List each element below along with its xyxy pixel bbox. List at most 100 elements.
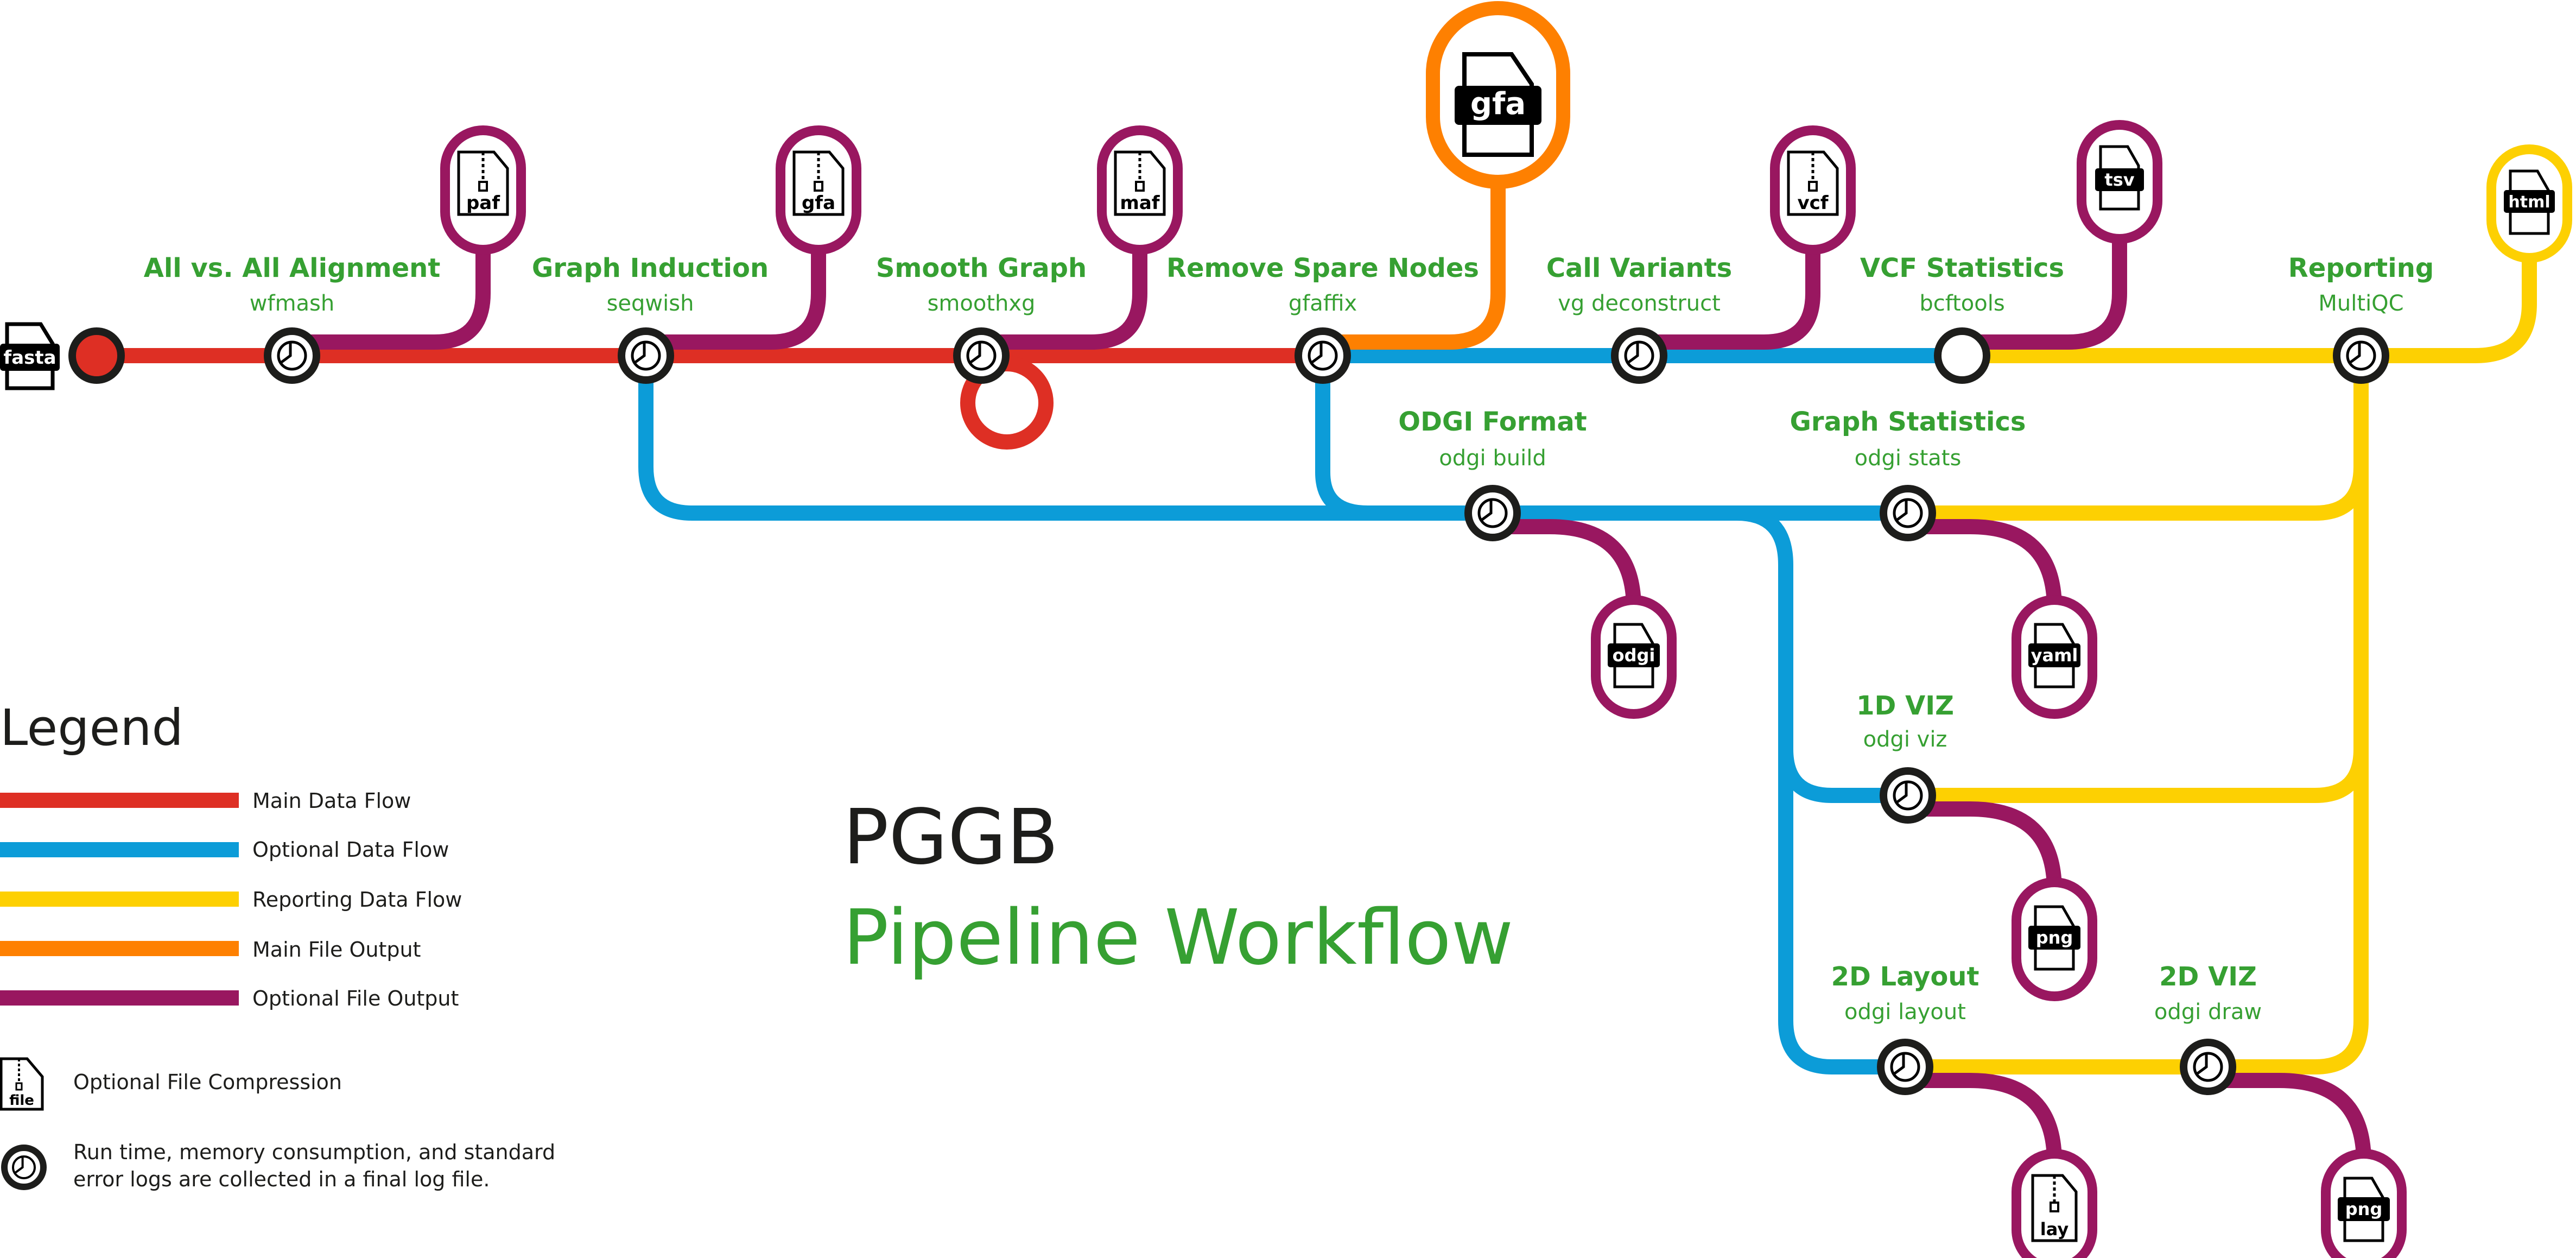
legend-swatch <box>0 990 239 1006</box>
legend-item-compression: file Optional File Compression <box>0 1057 342 1111</box>
output-line-odgi <box>1493 519 1641 609</box>
step-tool: odgi layout <box>1844 1000 1966 1025</box>
output-odgi[interactable]: odgi <box>1591 595 1677 719</box>
node-wfmash[interactable] <box>264 327 320 384</box>
file-icon <box>1608 623 1660 688</box>
output-line-png2d <box>2208 1073 2371 1162</box>
step-tool: MultiQC <box>2318 291 2403 316</box>
legend: Legend Main Data Flow Optional Data Flow… <box>0 699 555 1191</box>
output-yaml[interactable]: yaml <box>2012 595 2097 719</box>
node-odgi-stats[interactable] <box>1880 485 1936 541</box>
legend-label: Optional File Compression <box>73 1070 342 1094</box>
title-pggb: PGGB <box>843 793 1058 882</box>
output-png-1d[interactable]: png <box>2012 877 2097 1001</box>
input-fasta[interactable]: fasta <box>0 322 60 390</box>
file-label: maf <box>1120 192 1160 214</box>
log-node-icon <box>1 1145 47 1190</box>
output-vcf[interactable]: vcf <box>1770 125 1856 255</box>
file-label: gfa <box>802 192 835 214</box>
step-tool: odgi viz <box>1863 727 1947 752</box>
output-paf[interactable]: paf <box>440 125 526 255</box>
file-label: fasta <box>3 347 56 369</box>
legend-swatch <box>0 842 239 857</box>
station-nodes <box>264 327 2389 1095</box>
node-odgi-layout[interactable] <box>1877 1039 1933 1095</box>
node-gfaffix[interactable] <box>1295 327 1351 384</box>
step-tool: smoothxg <box>928 291 1036 316</box>
output-lay[interactable]: lay <box>2012 1149 2097 1258</box>
step-title: 2D Layout <box>1831 962 1979 992</box>
legend-label: Reporting Data Flow <box>252 888 462 912</box>
node-multiqc[interactable] <box>2333 327 2389 384</box>
clock-icon <box>1479 500 1506 527</box>
step-tool: gfaffix <box>1289 291 1357 316</box>
file-icon <box>2028 905 2080 971</box>
page-title: PGGB Pipeline Workflow <box>843 793 1513 982</box>
legend-item-logging: Run time, memory consumption, and standa… <box>1 1140 555 1191</box>
file-label: paf <box>466 192 500 214</box>
output-capsules: paf gfa maf <box>440 1 2572 1258</box>
file-label: png <box>2036 927 2073 948</box>
legend-item-optional-data-flow: Optional Data Flow <box>0 838 449 862</box>
file-label: vcf <box>1797 192 1829 214</box>
clock-icon <box>632 342 659 369</box>
step-title: All vs. All Alignment <box>144 253 441 283</box>
output-png-2d[interactable]: png <box>2321 1149 2407 1258</box>
compressed-file-icon <box>1787 150 1839 216</box>
compressed-file-icon <box>1114 150 1166 216</box>
file-label: file <box>9 1092 34 1109</box>
output-line-yaml <box>1908 519 2062 609</box>
optional-branch-layout <box>1778 749 1905 1074</box>
file-label: lay <box>2040 1219 2069 1240</box>
clock-icon <box>2347 342 2375 369</box>
output-line-maf <box>981 244 1147 350</box>
legend-item-main-file-output: Main File Output <box>0 938 421 962</box>
node-smoothxg[interactable] <box>953 327 1010 384</box>
optional-branch-viz <box>1736 505 1908 803</box>
step-tool: seqwish <box>607 291 694 316</box>
compressed-file-icon <box>792 150 845 216</box>
node-vg-deconstruct[interactable] <box>1611 327 1667 384</box>
step-title: ODGI Format <box>1398 407 1587 437</box>
file-label: gfa <box>1470 86 1526 122</box>
output-gfa-main[interactable]: gfa <box>1426 1 1570 189</box>
legend-title: Legend <box>0 699 183 757</box>
clock-icon <box>1894 500 1921 527</box>
step-tool: odgi build <box>1439 446 1546 471</box>
output-line-tsv <box>1962 233 2127 350</box>
legend-swatch <box>0 892 239 907</box>
node-bcftools[interactable] <box>1934 327 1990 384</box>
step-title: Graph Statistics <box>1790 407 2026 437</box>
legend-logging-line1: Run time, memory consumption, and standa… <box>73 1140 555 1164</box>
output-line-paf <box>292 244 491 350</box>
output-maf[interactable]: maf <box>1097 125 1183 255</box>
legend-swatch <box>0 941 239 956</box>
node-odgi-viz[interactable] <box>1880 767 1936 824</box>
clock-icon <box>1626 342 1653 369</box>
node-odgi-draw[interactable] <box>2180 1039 2236 1095</box>
file-icon <box>0 322 60 390</box>
output-line-gfa-main <box>1323 185 1506 350</box>
legend-item-main-data-flow: Main Data Flow <box>0 789 411 813</box>
optional-branch-gfaffix <box>1315 356 1368 521</box>
step-title: 2D VIZ <box>2159 962 2257 992</box>
step-tool: vg deconstruct <box>1558 291 1721 316</box>
step-title: Smooth Graph <box>876 253 1087 283</box>
node-seqwish[interactable] <box>618 327 674 384</box>
output-gfa-seqwish[interactable]: gfa <box>776 125 861 255</box>
file-icon <box>2028 623 2080 688</box>
output-line-vcf <box>1639 244 1820 350</box>
step-tool: odgi draw <box>2154 1000 2262 1025</box>
output-html[interactable]: html <box>2486 144 2572 263</box>
node-odgi-build[interactable] <box>1464 485 1521 541</box>
start-node <box>68 327 125 384</box>
legend-swatch <box>0 793 239 808</box>
clock-icon <box>1309 342 1336 369</box>
optional-branch-seqwish <box>638 356 1908 521</box>
file-icon <box>2504 169 2555 235</box>
output-tsv[interactable]: tsv <box>2077 120 2162 244</box>
legend-item-reporting-data-flow: Reporting Data Flow <box>0 888 462 912</box>
clock-icon <box>2194 1053 2222 1080</box>
file-icon <box>2338 1177 2390 1242</box>
